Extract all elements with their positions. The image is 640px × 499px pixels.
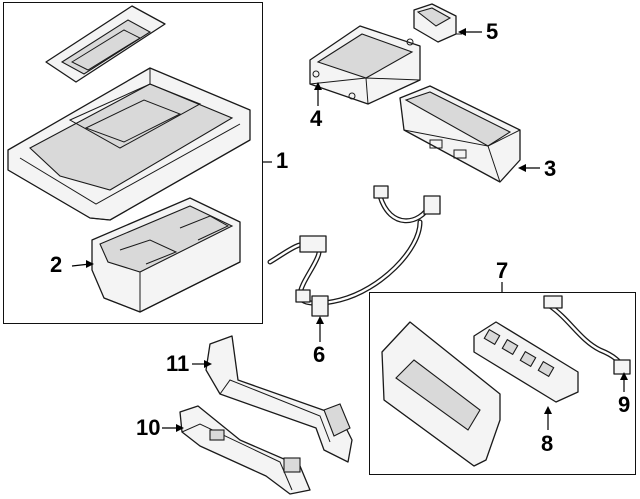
console-housing-part (7, 67, 251, 221)
long-bracket-part (205, 335, 353, 463)
callout-4: 4 (310, 106, 323, 131)
callout-11: 11 (166, 351, 190, 376)
callout-6: 6 (313, 342, 326, 367)
switch-panel-part (473, 321, 579, 403)
switch-assembly-part (399, 85, 521, 183)
callout-9: 9 (618, 392, 631, 417)
sensor-part (413, 3, 462, 43)
switch-bezel-part (381, 321, 501, 467)
callout-8: 8 (541, 431, 554, 456)
console-group-frame (3, 2, 263, 324)
callout-10: 10 (136, 415, 161, 440)
callout-7: 7 (496, 258, 509, 283)
leader-lines (71, 28, 628, 432)
switch-panel-group-frame (369, 292, 636, 475)
control-module-part (309, 25, 421, 105)
callout-2: 2 (50, 252, 63, 277)
callout-5: 5 (486, 19, 499, 44)
lower-bracket-part (179, 405, 311, 495)
small-harness-part (543, 295, 631, 375)
callout-1: 1 (276, 148, 289, 173)
wiring-harness-part (267, 185, 441, 317)
console-lid-part (45, 5, 166, 83)
callout-3: 3 (544, 156, 557, 181)
storage-tray-part (91, 197, 241, 313)
